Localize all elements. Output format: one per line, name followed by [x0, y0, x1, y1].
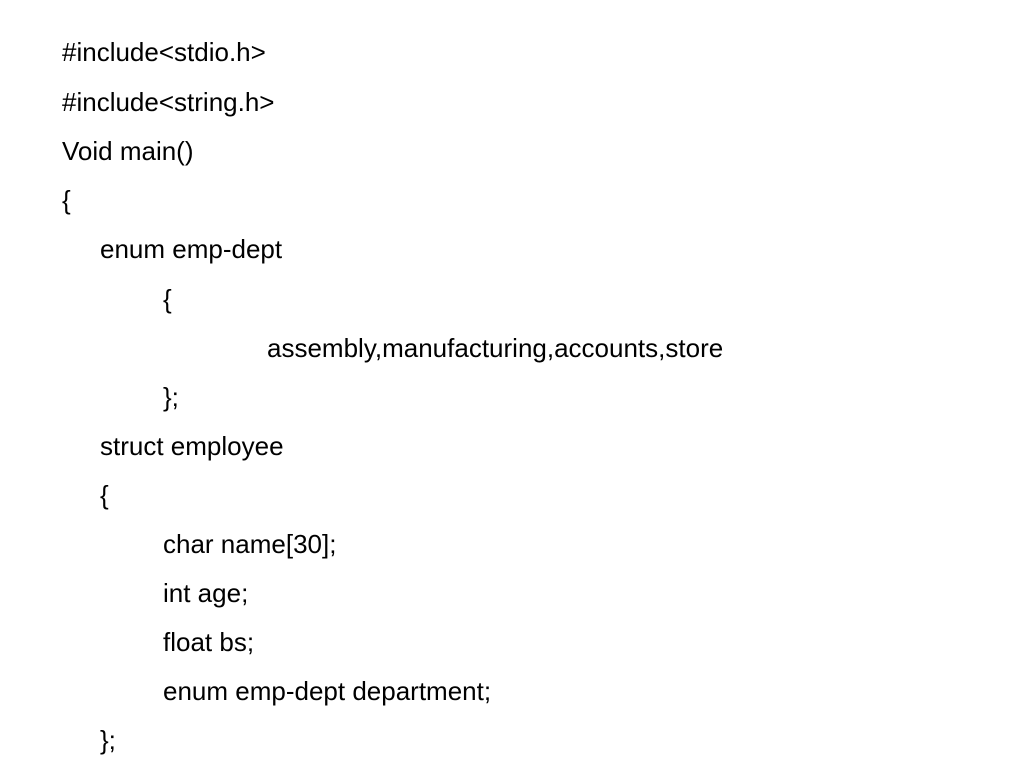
code-line-main-open-brace: {	[62, 185, 71, 215]
code-line-main-signature: Void main()	[62, 136, 194, 166]
code-line-enum-open-brace: {	[163, 284, 172, 314]
code-line-enum-declaration: enum emp-dept	[100, 234, 283, 264]
code-line-include-stdio: #include<stdio.h>	[62, 37, 266, 67]
code-line-struct-declaration: struct employee	[100, 431, 284, 461]
code-line-field-department: enum emp-dept department;	[163, 676, 492, 706]
code-line-enum-values: assembly,manufacturing,accounts,store	[267, 333, 724, 363]
code-line-field-age: int age;	[163, 578, 249, 608]
code-line-field-bs: float bs;	[163, 627, 255, 657]
code-line-struct-close-brace: };	[100, 725, 116, 755]
code-line-enum-close-brace: };	[163, 382, 179, 412]
code-line-include-string: #include<string.h>	[62, 87, 275, 117]
code-line-struct-open-brace: {	[100, 480, 109, 510]
code-line-field-name: char name[30];	[163, 529, 337, 559]
